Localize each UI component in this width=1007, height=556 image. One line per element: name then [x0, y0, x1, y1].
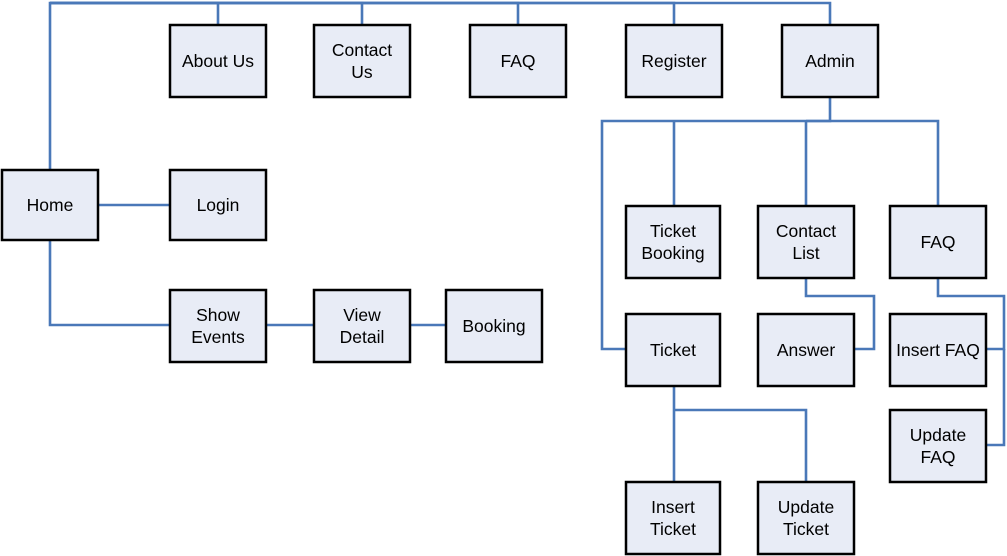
node-update-faq-box: [888, 408, 988, 484]
node-contact-list-box: [756, 204, 856, 280]
connector-faq-admin-to-update-faq: [986, 349, 1006, 447]
node-ticket-booking-label: Ticket: [650, 221, 696, 241]
connector-home-to-admin: [50, 1, 832, 25]
node-show-events-label: Events: [191, 327, 245, 347]
node-admin-label: Admin: [805, 51, 855, 71]
node-show-events-box: [168, 288, 268, 364]
node-update-ticket-label: Ticket: [783, 519, 829, 539]
node-booking: Booking: [444, 288, 544, 364]
node-about-us: About Us: [168, 23, 268, 99]
connector-admin-to-ticket: [600, 97, 832, 351]
connector-faq-admin-to-insert-faq: [936, 278, 1006, 351]
node-login: Login: [168, 168, 268, 242]
node-booking-box: [444, 288, 544, 364]
node-insert-faq-label: Insert FAQ: [896, 340, 980, 360]
node-contact-list-label: Contact: [776, 221, 836, 241]
connector-ticket-to-update-ticket: [674, 408, 808, 482]
connector-home-to-faq-top: [50, 1, 520, 25]
connector-admin-to-faq-admin: [806, 119, 940, 206]
node-faq-admin-label: FAQ: [920, 232, 955, 252]
node-admin: Admin: [780, 23, 880, 99]
node-insert-faq-box: [888, 312, 988, 388]
node-booking-label: Booking: [462, 316, 525, 336]
node-about-us-label: About Us: [182, 51, 254, 71]
node-ticket: Ticket: [624, 312, 722, 388]
node-home: Home: [0, 168, 100, 242]
node-insert-faq: Insert FAQ: [888, 312, 988, 388]
connector-home-to-show-events: [48, 240, 170, 327]
node-ticket-box: [624, 312, 722, 388]
node-insert-ticket-label: Ticket: [650, 519, 696, 539]
node-contact-us-label: Contact: [332, 40, 392, 60]
node-update-ticket-box: [756, 480, 856, 556]
node-view-detail-label: Detail: [340, 327, 385, 347]
node-ticket-booking-label: Booking: [641, 243, 704, 263]
node-faq-top-box: [468, 23, 568, 99]
node-insert-ticket-label: Insert: [651, 497, 695, 517]
node-contact-us-box: [312, 23, 412, 99]
node-insert-ticket-box: [624, 480, 722, 556]
node-ticket-label: Ticket: [650, 340, 696, 360]
node-answer-box: [756, 312, 856, 388]
node-faq-top-label: FAQ: [500, 51, 535, 71]
node-contact-us-label: Us: [351, 62, 373, 82]
node-admin-box: [780, 23, 880, 99]
node-register-box: [624, 23, 724, 99]
node-ticket-booking-box: [624, 204, 722, 280]
node-faq-admin-box: [888, 204, 988, 280]
node-view-detail-label: View: [343, 305, 381, 325]
connector-contact-list-to-answer: [804, 278, 876, 351]
node-update-faq-label: FAQ: [920, 447, 955, 467]
node-register-label: Register: [641, 51, 706, 71]
connector-home-to-contact-us: [50, 1, 364, 25]
node-login-box: [168, 168, 268, 242]
node-update-faq-label: Update: [910, 425, 966, 445]
node-show-events-label: Show: [196, 305, 240, 325]
node-faq-top: FAQ: [468, 23, 568, 99]
node-answer: Answer: [756, 312, 856, 388]
node-faq-admin: FAQ: [888, 204, 988, 280]
node-login-label: Login: [197, 195, 240, 215]
node-about-us-box: [168, 23, 268, 99]
node-contact-list-label: List: [792, 243, 819, 263]
node-answer-label: Answer: [777, 340, 836, 360]
node-view-detail-box: [312, 288, 412, 364]
node-home-box: [0, 168, 100, 242]
node-register: Register: [624, 23, 724, 99]
connectors: [48, 1, 1006, 482]
node-home-label: Home: [27, 195, 74, 215]
node-update-ticket-label: Update: [778, 497, 834, 517]
